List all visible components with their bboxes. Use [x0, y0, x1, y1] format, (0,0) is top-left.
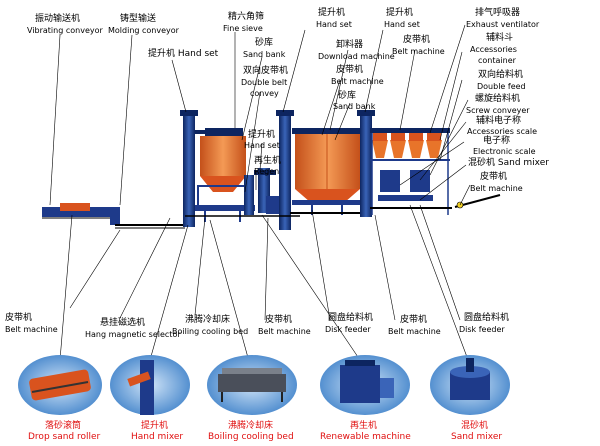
mid-hand-set-drawing — [276, 110, 294, 230]
magnetic-selector-label-cn: 悬挂磁选机 — [100, 318, 146, 328]
belt-machine-right-label-en: Belt machine — [392, 47, 445, 56]
sand-bank-mid-label-en: Sand bank — [333, 102, 376, 111]
screw-conveyor-label-cn: 螺旋给料机 — [475, 94, 521, 104]
hand-set-mid-label-cn: 提升机 — [318, 8, 346, 18]
double-belt-label-en2: convey — [250, 89, 279, 98]
regen-drawing — [244, 168, 280, 215]
drop-sand-roller-photo — [18, 355, 102, 415]
belt-machine-far-label-en: Belt machine — [470, 184, 523, 193]
belt-machine-right-label-cn: 皮带机 — [403, 35, 431, 45]
exhaust-label-cn: 排气呼吸器 — [475, 8, 521, 18]
belt-machine-l3-label-cn: 皮带机 — [400, 315, 428, 325]
drop-sand-roller-label-en: Drop sand roller — [28, 432, 101, 442]
boiling-bed-photo — [207, 355, 297, 415]
double-feed-label-cn: 双向给料机 — [478, 70, 524, 80]
download-machine-label-en: Download machine — [318, 52, 395, 61]
belt-machine-l3-label-en: Belt machine — [388, 327, 441, 336]
right-hand-set-drawing — [357, 110, 375, 217]
hand-set-small-label-cn: 提升机 — [248, 130, 276, 140]
vibrating-conveyor-drawing — [42, 203, 185, 229]
hand-set-left-label: 提升机 Hand set — [148, 49, 219, 59]
regen-label-en: Regen — [254, 167, 280, 176]
hand-set-mid-label-en: Hand set — [316, 20, 352, 29]
vibrating-conveyor-label-en: Vibrating conveyor — [27, 26, 103, 35]
belt-machine-far-label-cn: 皮带机 — [480, 172, 508, 182]
sand-bank-label-en: Sand bank — [243, 50, 286, 59]
hand-set-right-label-en: Hand set — [384, 20, 420, 29]
belt-machine-mid-label-cn: 皮带机 — [336, 65, 364, 75]
renewable-label-cn: 再生机 — [350, 421, 378, 431]
sand-mixer-photo — [430, 355, 510, 415]
mid-sand-bank-drawing — [290, 128, 365, 215]
accessories-container-label-cn: 辅料斗 — [486, 33, 514, 43]
download-machine-label-cn: 卸料器 — [336, 40, 364, 50]
sand-bank-label-cn: 砂库 — [255, 38, 274, 48]
boiling-bed-bottom-label-en: Boiling cooling bed — [208, 432, 294, 442]
hand-mixer-photo — [110, 355, 190, 415]
molding-conveyor-label-en: Molding conveyor — [108, 26, 179, 35]
right-hopper-frame-drawing — [370, 128, 452, 215]
boiling-bed-bottom-label-cn: 沸腾冷却床 — [228, 421, 274, 431]
belt-machine-l2-label-cn: 皮带机 — [265, 315, 293, 325]
accessories-scale-label-cn: 辅料电子称 — [476, 116, 522, 126]
disk-feeder-2-label-en: Disk feeder — [459, 325, 505, 334]
left-hand-set-drawing — [180, 110, 205, 227]
sand-mixer-bottom-label-en: Sand mixer — [451, 432, 503, 442]
accessories-container-label-en1: Accessories — [470, 45, 517, 54]
sand-bank-mid-label-cn: 砂库 — [338, 91, 357, 101]
disk-feeder-1-label-en: Disk feeder — [325, 325, 371, 334]
renewable-machine-photo — [320, 355, 410, 415]
vibrating-conveyor-label-cn: 振动输送机 — [35, 14, 81, 24]
hand-set-small-label-en: Hand set — [244, 141, 280, 150]
leader-lines — [49, 24, 471, 366]
hand-set-right-label-cn: 提升机 — [386, 8, 414, 18]
belt-machine-l1-label-en: Belt machine — [5, 325, 58, 334]
fine-sieve-label-cn: 精六角筛 — [228, 12, 265, 22]
boiling-bed-label-cn: 沸腾冷却床 — [185, 315, 231, 325]
belt-machine-mid-label-en: Belt machine — [331, 77, 384, 86]
accessories-container-label-en2: container — [478, 56, 516, 65]
disk-feeder-1-label-cn: 圆盘给料机 — [328, 313, 374, 323]
screw-conveyor-label-en: Screw conveyer — [466, 106, 530, 115]
double-belt-label-en1: Double belt — [241, 78, 288, 87]
boiling-bed-label-en: Boiling cooling bed — [172, 327, 249, 336]
belt-machine-l1-label-cn: 皮带机 — [5, 313, 33, 323]
disk-feeder-2-label-cn: 圆盘给料机 — [464, 313, 510, 323]
magnetic-selector-label-en: Hang magnetic selector — [85, 330, 181, 339]
electronic-scale-label-en: Electronic scale — [473, 147, 536, 156]
hand-mixer-label-cn: 提升机 — [141, 421, 169, 431]
electronic-scale-label-cn: 电子称 — [483, 136, 511, 146]
fine-sieve-label-en: Fine sieve — [223, 24, 263, 33]
renewable-label-en: Renewable machine — [320, 432, 411, 442]
accessories-scale-label-en: Accessories scale — [467, 127, 538, 136]
double-belt-label-cn: 双向皮带机 — [243, 66, 289, 76]
exhaust-label-en: Exhaust ventilator — [466, 20, 540, 29]
hand-mixer-label-en: Hand mixer — [131, 432, 184, 442]
drop-sand-roller-label-cn: 落砂滚筒 — [45, 421, 82, 431]
sand-mixer-label: 混砂机 Sand mixer — [468, 158, 549, 168]
double-feed-label-en: Double feed — [477, 82, 526, 91]
sand-mixer-bottom-label-cn: 混砂机 — [461, 421, 489, 431]
regen-label-cn: 再生机 — [254, 156, 282, 166]
molding-conveyor-label-cn: 铸型输送 — [120, 14, 157, 24]
belt-machine-l2-label-en: Belt machine — [258, 327, 311, 336]
